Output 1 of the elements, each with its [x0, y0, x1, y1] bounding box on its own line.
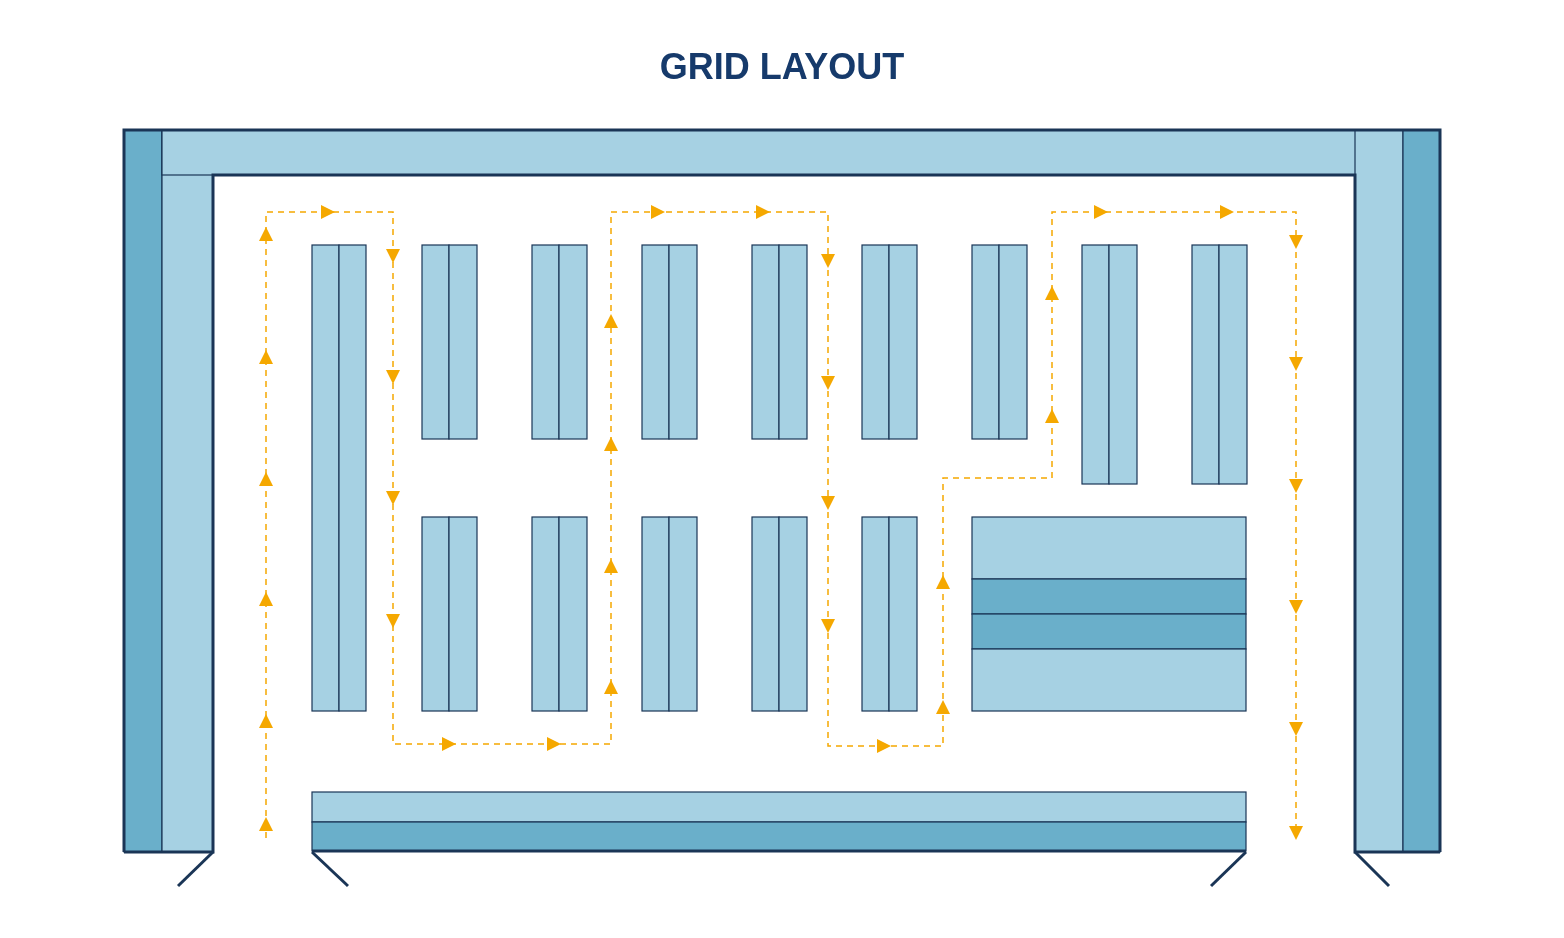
diagram-title: GRID LAYOUT: [659, 46, 905, 87]
